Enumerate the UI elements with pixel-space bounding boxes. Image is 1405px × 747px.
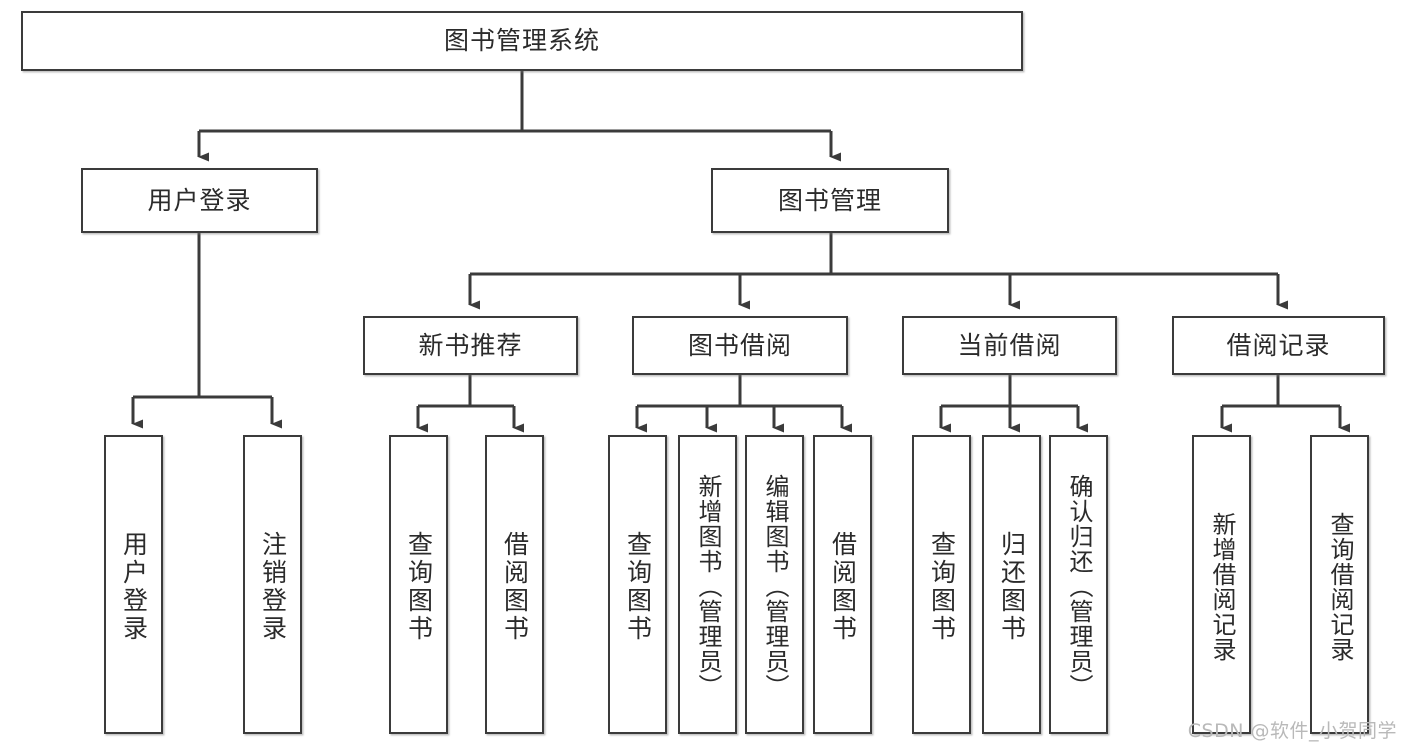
node-label: 借阅图书 xyxy=(828,530,858,643)
node-label: 图书管理 xyxy=(777,185,882,215)
node-label: 归还图书 xyxy=(997,530,1027,643)
node-leaf-query-book-2[interactable]: 查询图书 xyxy=(608,435,667,734)
node-current-borrow[interactable]: 当前借阅 xyxy=(902,316,1117,375)
node-label: 新书推荐 xyxy=(418,330,523,360)
node-label: 注销登录 xyxy=(258,530,288,643)
node-label: 新增借阅记录 xyxy=(1207,511,1236,662)
node-book-borrow[interactable]: 图书借阅 xyxy=(632,316,848,375)
node-label: 查询图书 xyxy=(623,530,653,643)
node-root-system[interactable]: 图书管理系统 xyxy=(21,11,1023,71)
node-leaf-query-book-3[interactable]: 查询图书 xyxy=(912,435,971,734)
node-label: 用户登录 xyxy=(119,530,149,643)
node-leaf-borrow-book-2[interactable]: 借阅图书 xyxy=(813,435,872,734)
node-leaf-logout[interactable]: 注销登录 xyxy=(243,435,302,734)
node-label: 图书管理系统 xyxy=(443,26,600,56)
node-leaf-user-login[interactable]: 用户登录 xyxy=(104,435,163,734)
node-label: 确认归还（管理员） xyxy=(1064,474,1093,699)
node-leaf-add-book[interactable]: 新增图书（管理员） xyxy=(678,435,737,734)
node-leaf-return-book[interactable]: 归还图书 xyxy=(982,435,1041,734)
csdn-watermark: CSDN @软件_小贺同学 xyxy=(1187,720,1397,742)
node-label: 编辑图书（管理员） xyxy=(760,474,789,699)
node-borrow-record[interactable]: 借阅记录 xyxy=(1172,316,1385,375)
node-leaf-query-record[interactable]: 查询借阅记录 xyxy=(1310,435,1369,734)
node-label: 借阅图书 xyxy=(500,530,530,643)
node-leaf-add-record[interactable]: 新增借阅记录 xyxy=(1192,435,1251,734)
node-user-login[interactable]: 用户登录 xyxy=(81,168,318,233)
node-label: 借阅记录 xyxy=(1226,330,1331,360)
node-leaf-confirm-return[interactable]: 确认归还（管理员） xyxy=(1049,435,1108,734)
node-label: 查询借阅记录 xyxy=(1325,511,1354,662)
node-label: 当前借阅 xyxy=(957,330,1062,360)
node-label: 图书借阅 xyxy=(687,330,792,360)
node-leaf-query-book-1[interactable]: 查询图书 xyxy=(389,435,448,734)
node-label: 查询图书 xyxy=(404,530,434,643)
node-label: 查询图书 xyxy=(927,530,957,643)
node-leaf-borrow-book-1[interactable]: 借阅图书 xyxy=(485,435,544,734)
node-leaf-edit-book[interactable]: 编辑图书（管理员） xyxy=(745,435,804,734)
node-label: 用户登录 xyxy=(147,185,252,215)
node-new-book-recommend[interactable]: 新书推荐 xyxy=(363,316,578,375)
node-label: 新增图书（管理员） xyxy=(693,474,722,699)
node-book-management[interactable]: 图书管理 xyxy=(711,168,949,233)
